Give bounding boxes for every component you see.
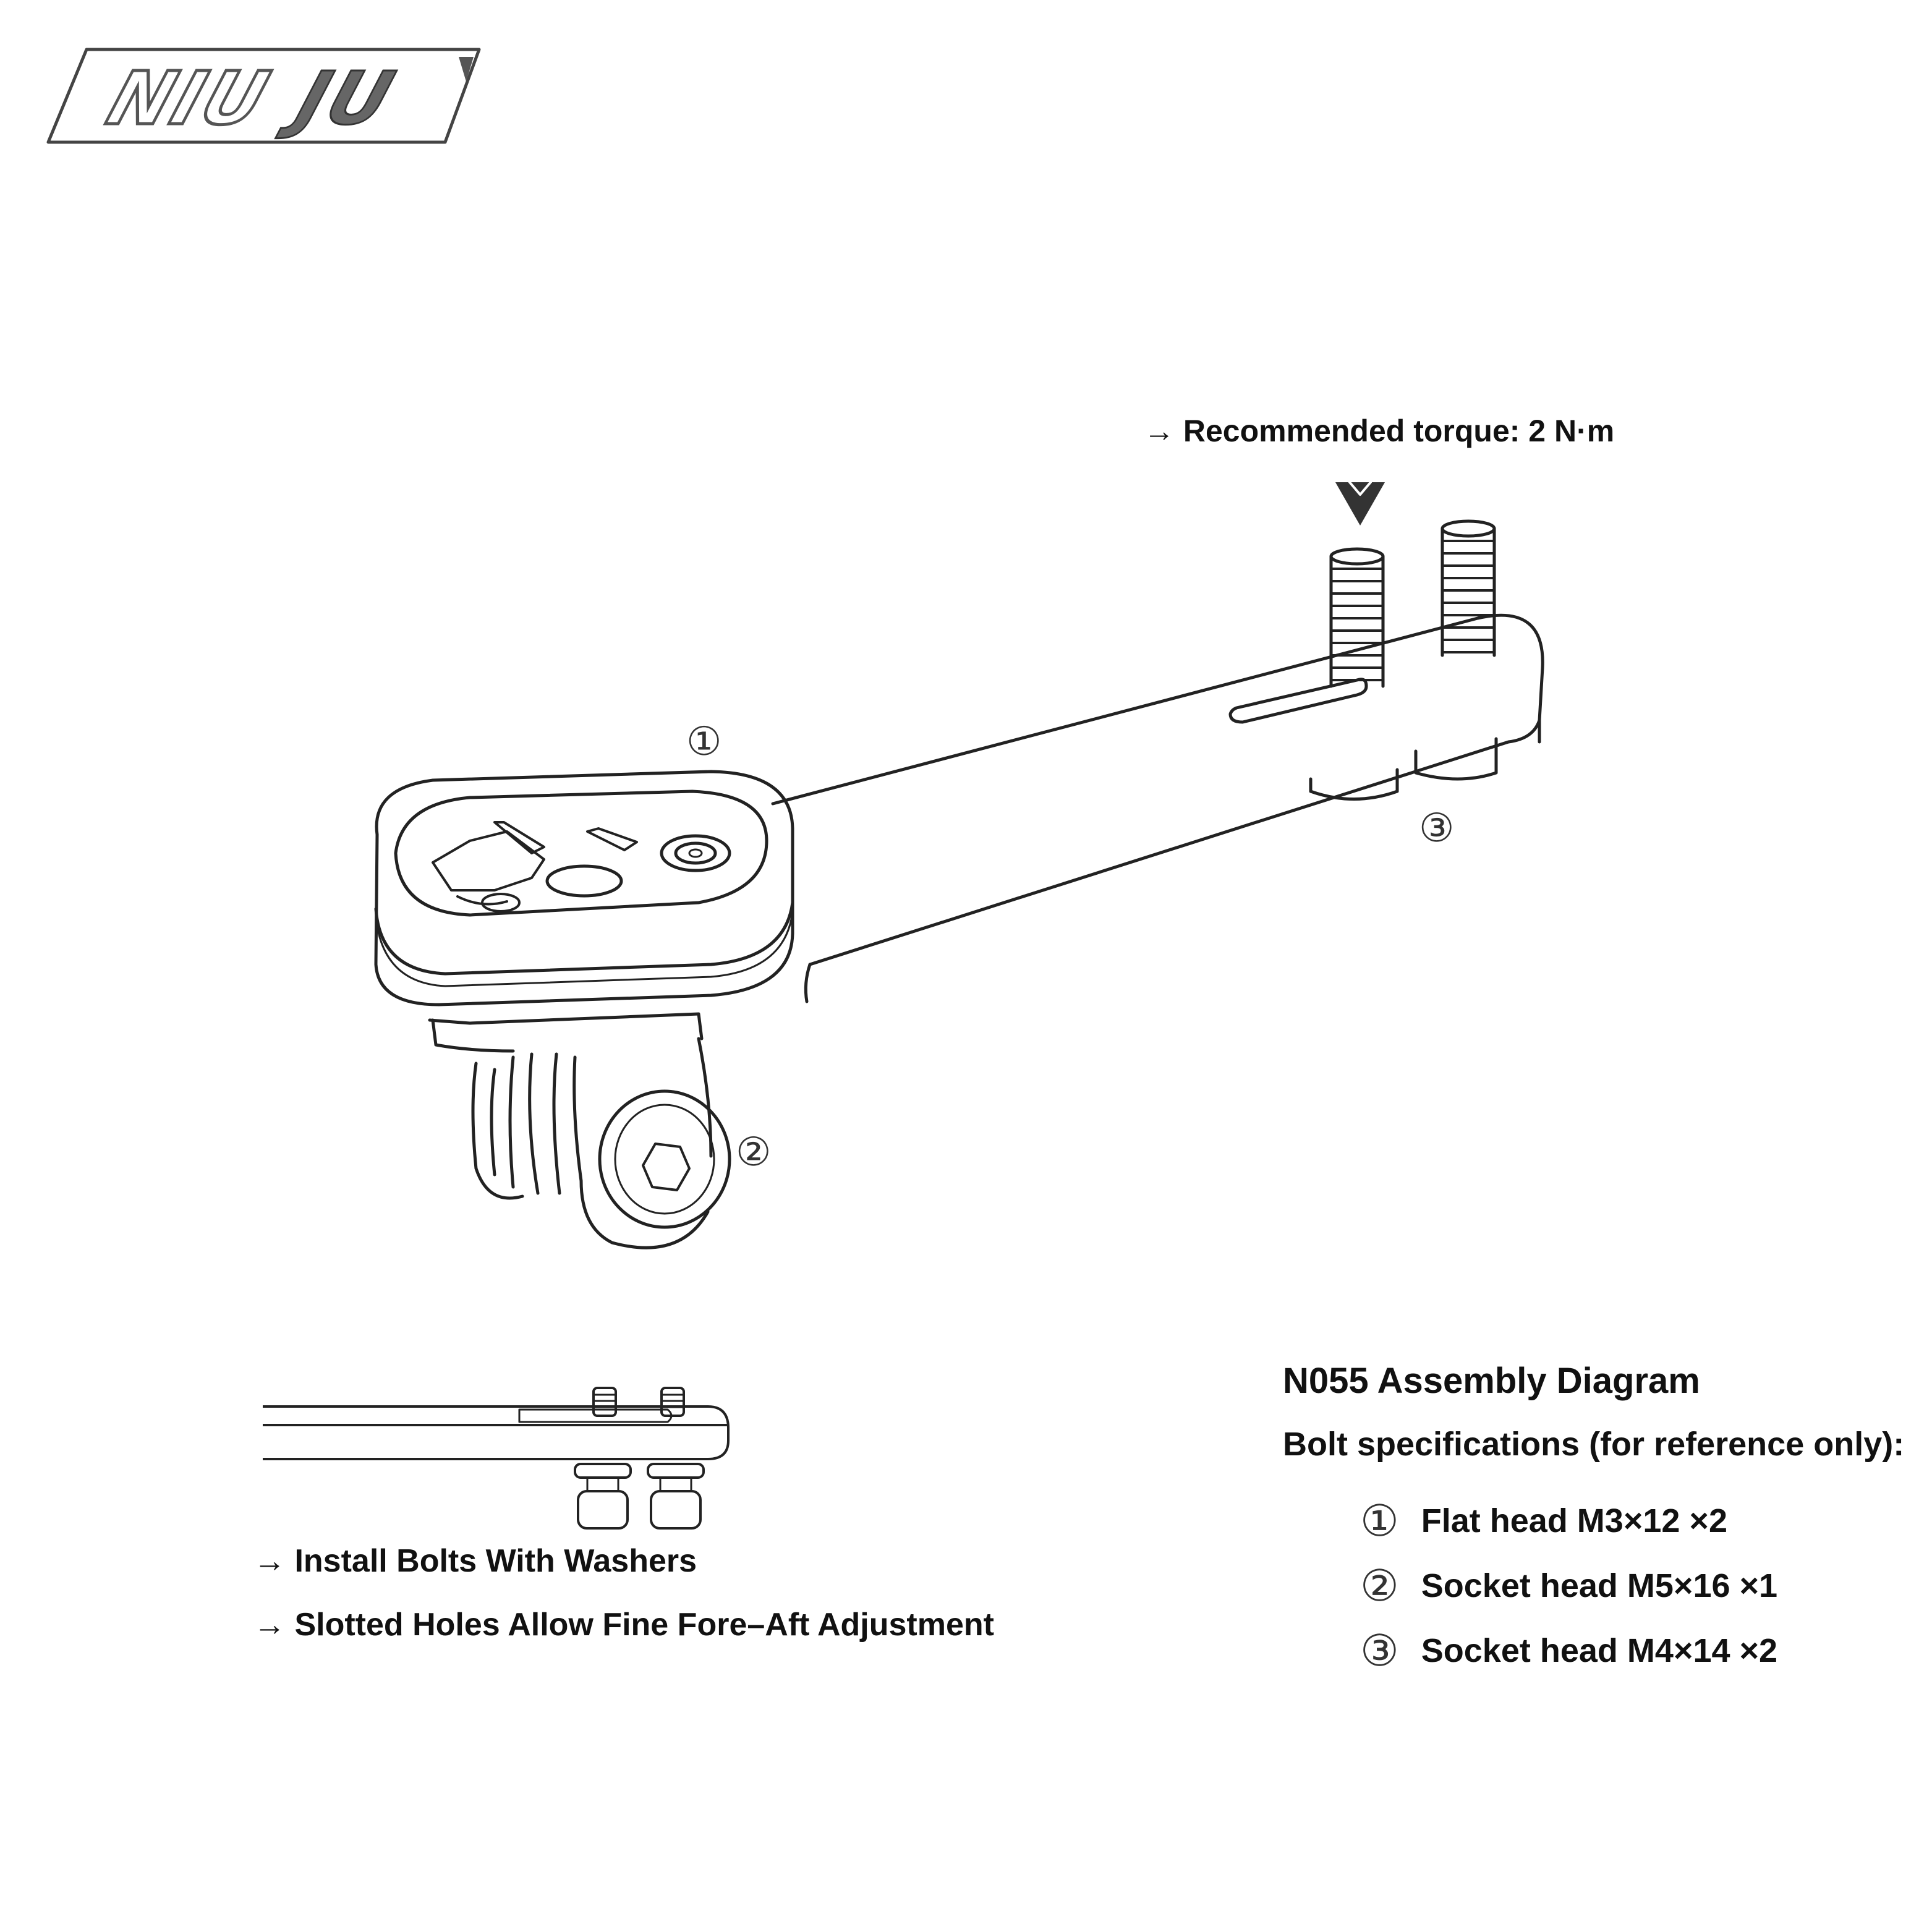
marker-1: ①	[686, 719, 722, 765]
torque-arrow	[1335, 482, 1385, 526]
arm-bolts	[1309, 519, 1498, 801]
spec-item-3: ③ Socket head M4×14 ×2	[1360, 1629, 1777, 1672]
spec-subtitle: Bolt specifications (for reference only)…	[1283, 1426, 1905, 1463]
note-slotted: → Slotted Holes Allow Fine Fore–Aft Adju…	[253, 1607, 994, 1643]
marker-3: ③	[1419, 806, 1455, 851]
niuju-logo: NIU JU	[46, 48, 481, 144]
marker-2: ②	[736, 1130, 772, 1175]
spec-item-1: ① Flat head M3×12 ×2	[1360, 1499, 1727, 1543]
computer-cradle	[374, 770, 794, 1006]
spec-item-2: ② Socket head M5×16 ×1	[1360, 1564, 1777, 1607]
spec-title: N055 Assembly Diagram	[1283, 1361, 1700, 1401]
torque-callout: → Recommended torque: 2 N·m	[1144, 414, 1615, 448]
spec-item-1-num: ①	[1360, 1496, 1399, 1546]
spec-item-2-num: ②	[1360, 1560, 1399, 1611]
spec-item-1-text: Flat head M3×12 ×2	[1421, 1502, 1727, 1539]
gopro-adapter	[428, 1012, 731, 1249]
svg-text:NIU: NIU	[98, 56, 281, 141]
note-washers: → Install Bolts With Washers	[253, 1543, 697, 1579]
spec-item-2-text: Socket head M5×16 ×1	[1421, 1567, 1778, 1604]
side-view-inset	[263, 1387, 730, 1530]
spec-item-3-text: Socket head M4×14 ×2	[1421, 1632, 1778, 1669]
spec-item-3-num: ③	[1360, 1625, 1399, 1676]
